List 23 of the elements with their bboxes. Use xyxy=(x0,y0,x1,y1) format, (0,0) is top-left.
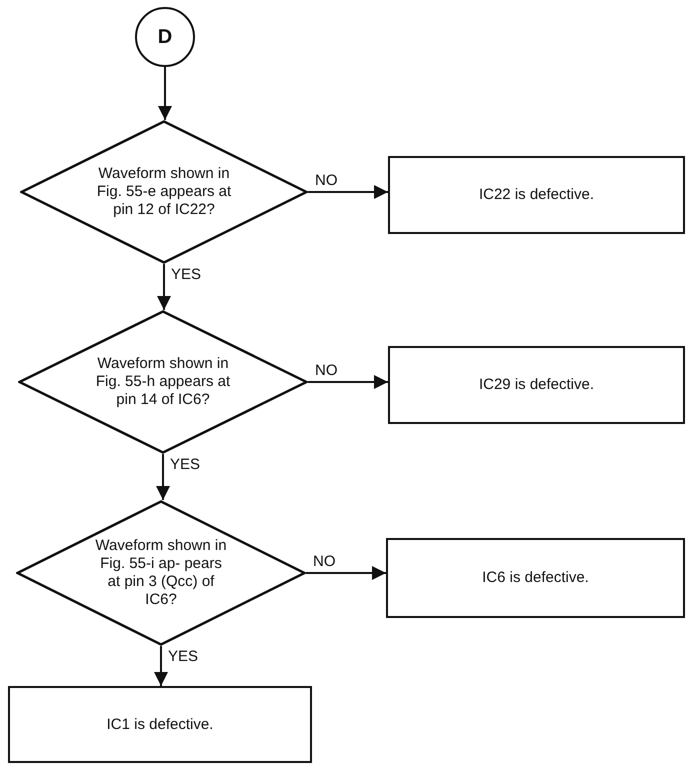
arrow xyxy=(157,264,171,310)
process-box xyxy=(8,686,312,763)
arrow xyxy=(306,566,386,580)
result-text: IC22 is defective. xyxy=(478,186,594,204)
connector-circle xyxy=(135,7,195,67)
decision-diamond xyxy=(16,500,306,646)
decision-diamond xyxy=(20,120,308,264)
arrow xyxy=(154,646,168,686)
arrow xyxy=(308,375,388,389)
question-text: Waveform shown in Fig. 55-h appears at pin 14 of IC6? xyxy=(94,355,232,409)
question-text: Waveform shown in Fig. 55-e appears at pin 12 of IC22? xyxy=(96,165,232,219)
arrow xyxy=(158,67,172,120)
decision-diamond xyxy=(18,310,308,454)
result-text: IC1 is defective. xyxy=(106,716,214,734)
connector-letter: D xyxy=(158,28,172,46)
result-text: IC6 is defective. xyxy=(482,569,589,587)
process-box xyxy=(388,156,685,234)
arrow xyxy=(308,185,388,199)
result-text: IC29 is defective. xyxy=(478,376,594,394)
arrow xyxy=(156,454,170,500)
question-text: Waveform shown in Fig. 55-i ap- pears at pin 3 (Qcc) of IC6? xyxy=(94,537,228,609)
process-box xyxy=(386,538,685,618)
process-box xyxy=(388,346,685,424)
